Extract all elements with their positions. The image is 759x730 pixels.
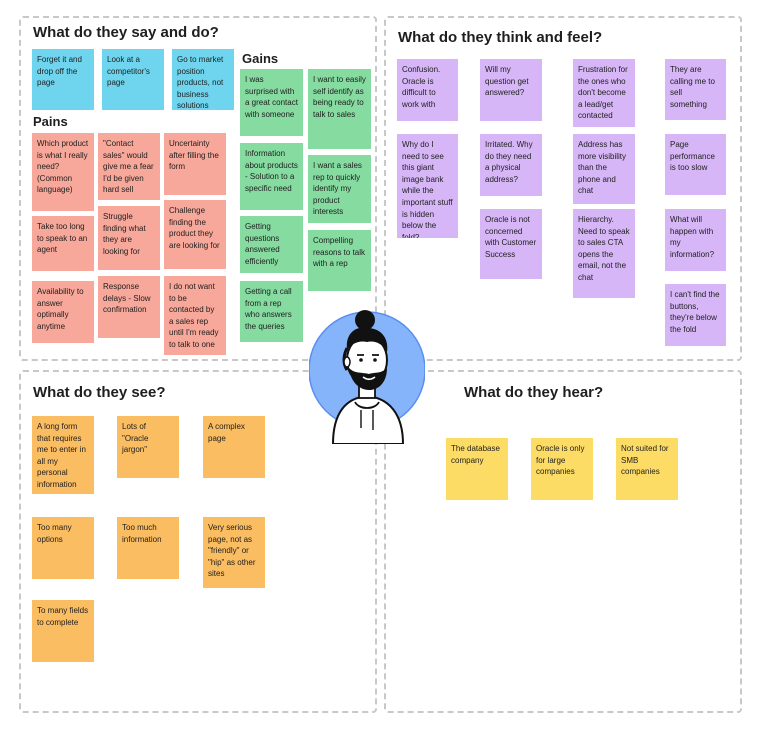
- sticky-note[interactable]: A complex page: [203, 416, 265, 478]
- sticky-note[interactable]: Confusion. Oracle is difficult to work w…: [397, 59, 458, 121]
- sticky-note[interactable]: Response delays - Slow confirmation: [98, 276, 160, 338]
- sticky-note[interactable]: Irritated. Why do they need a physical a…: [480, 134, 542, 196]
- sticky-note[interactable]: Page performance is too slow: [665, 134, 726, 195]
- sticky-note[interactable]: Oracle is only for large companies: [531, 438, 593, 500]
- pains-heading: Pains: [33, 114, 68, 129]
- sticky-note[interactable]: Not suited for SMB companies: [616, 438, 678, 500]
- sticky-note[interactable]: Availability to answer optimally anytime: [32, 281, 94, 343]
- sticky-note[interactable]: I want a sales rep to quickly identify m…: [308, 155, 371, 223]
- sticky-note[interactable]: Challenge finding the product they are l…: [164, 200, 226, 269]
- sticky-note[interactable]: Hierarchy. Need to speak to sales CTA op…: [573, 209, 635, 298]
- sticky-note[interactable]: They are calling me to sell something: [665, 59, 726, 120]
- sticky-note[interactable]: Struggle finding what they are looking f…: [98, 206, 160, 270]
- sticky-note[interactable]: Go to market position products, not busi…: [172, 49, 234, 110]
- sticky-note[interactable]: Oracle is not concerned with Customer Su…: [480, 209, 542, 279]
- sticky-note[interactable]: Too many options: [32, 517, 94, 579]
- sticky-note[interactable]: Very serious page, not as "friendly" or …: [203, 517, 265, 588]
- see-title: What do they see?: [33, 384, 166, 401]
- sticky-note[interactable]: Compelling reasons to talk with a rep: [308, 230, 371, 291]
- sticky-note[interactable]: Address has more visibility than the pho…: [573, 134, 635, 204]
- sticky-note[interactable]: What will happen with my information?: [665, 209, 726, 271]
- sticky-note[interactable]: The database company: [446, 438, 508, 500]
- sticky-note[interactable]: A long form that requires me to enter in…: [32, 416, 94, 494]
- sticky-note[interactable]: Getting a call from a rep who answers th…: [240, 281, 303, 342]
- sticky-note[interactable]: I do not want to be contacted by a sales…: [164, 276, 226, 355]
- sticky-note[interactable]: I was surprised with a great contact wit…: [240, 69, 303, 136]
- persona-avatar-icon: [308, 298, 426, 445]
- say-do-title: What do they say and do?: [33, 24, 219, 41]
- quadrant-hear: [384, 370, 742, 713]
- sticky-note[interactable]: I can't find the buttons, they're below …: [665, 284, 726, 346]
- sticky-note[interactable]: Forget it and drop off the page: [32, 49, 94, 110]
- sticky-note[interactable]: Getting questions answered efficiently: [240, 216, 303, 273]
- sticky-note[interactable]: I want to easily self identify as being …: [308, 69, 371, 149]
- sticky-note[interactable]: To many fields to complete: [32, 600, 94, 662]
- sticky-note[interactable]: Too much information: [117, 517, 179, 579]
- sticky-note[interactable]: Take too long to speak to an agent: [32, 216, 94, 271]
- think-feel-title: What do they think and feel?: [398, 29, 603, 46]
- gains-heading: Gains: [242, 51, 279, 66]
- sticky-note[interactable]: Why do I need to see this giant image ba…: [397, 134, 458, 238]
- sticky-note[interactable]: Will my question get answered?: [480, 59, 542, 121]
- sticky-note[interactable]: Uncertainty after filling the form: [164, 133, 226, 195]
- sticky-note[interactable]: "Contact sales" would give me a fear I'd…: [98, 133, 160, 200]
- sticky-note[interactable]: Frustration for the ones who don't becom…: [573, 59, 635, 127]
- hear-title: What do they hear?: [464, 384, 604, 401]
- sticky-note[interactable]: Lots of "Oracle jargon": [117, 416, 179, 478]
- sticky-note[interactable]: Which product is what I really need? (Co…: [32, 133, 94, 211]
- sticky-note[interactable]: Look at a competitor's page: [102, 49, 164, 110]
- sticky-note[interactable]: Information about products - Solution to…: [240, 143, 303, 210]
